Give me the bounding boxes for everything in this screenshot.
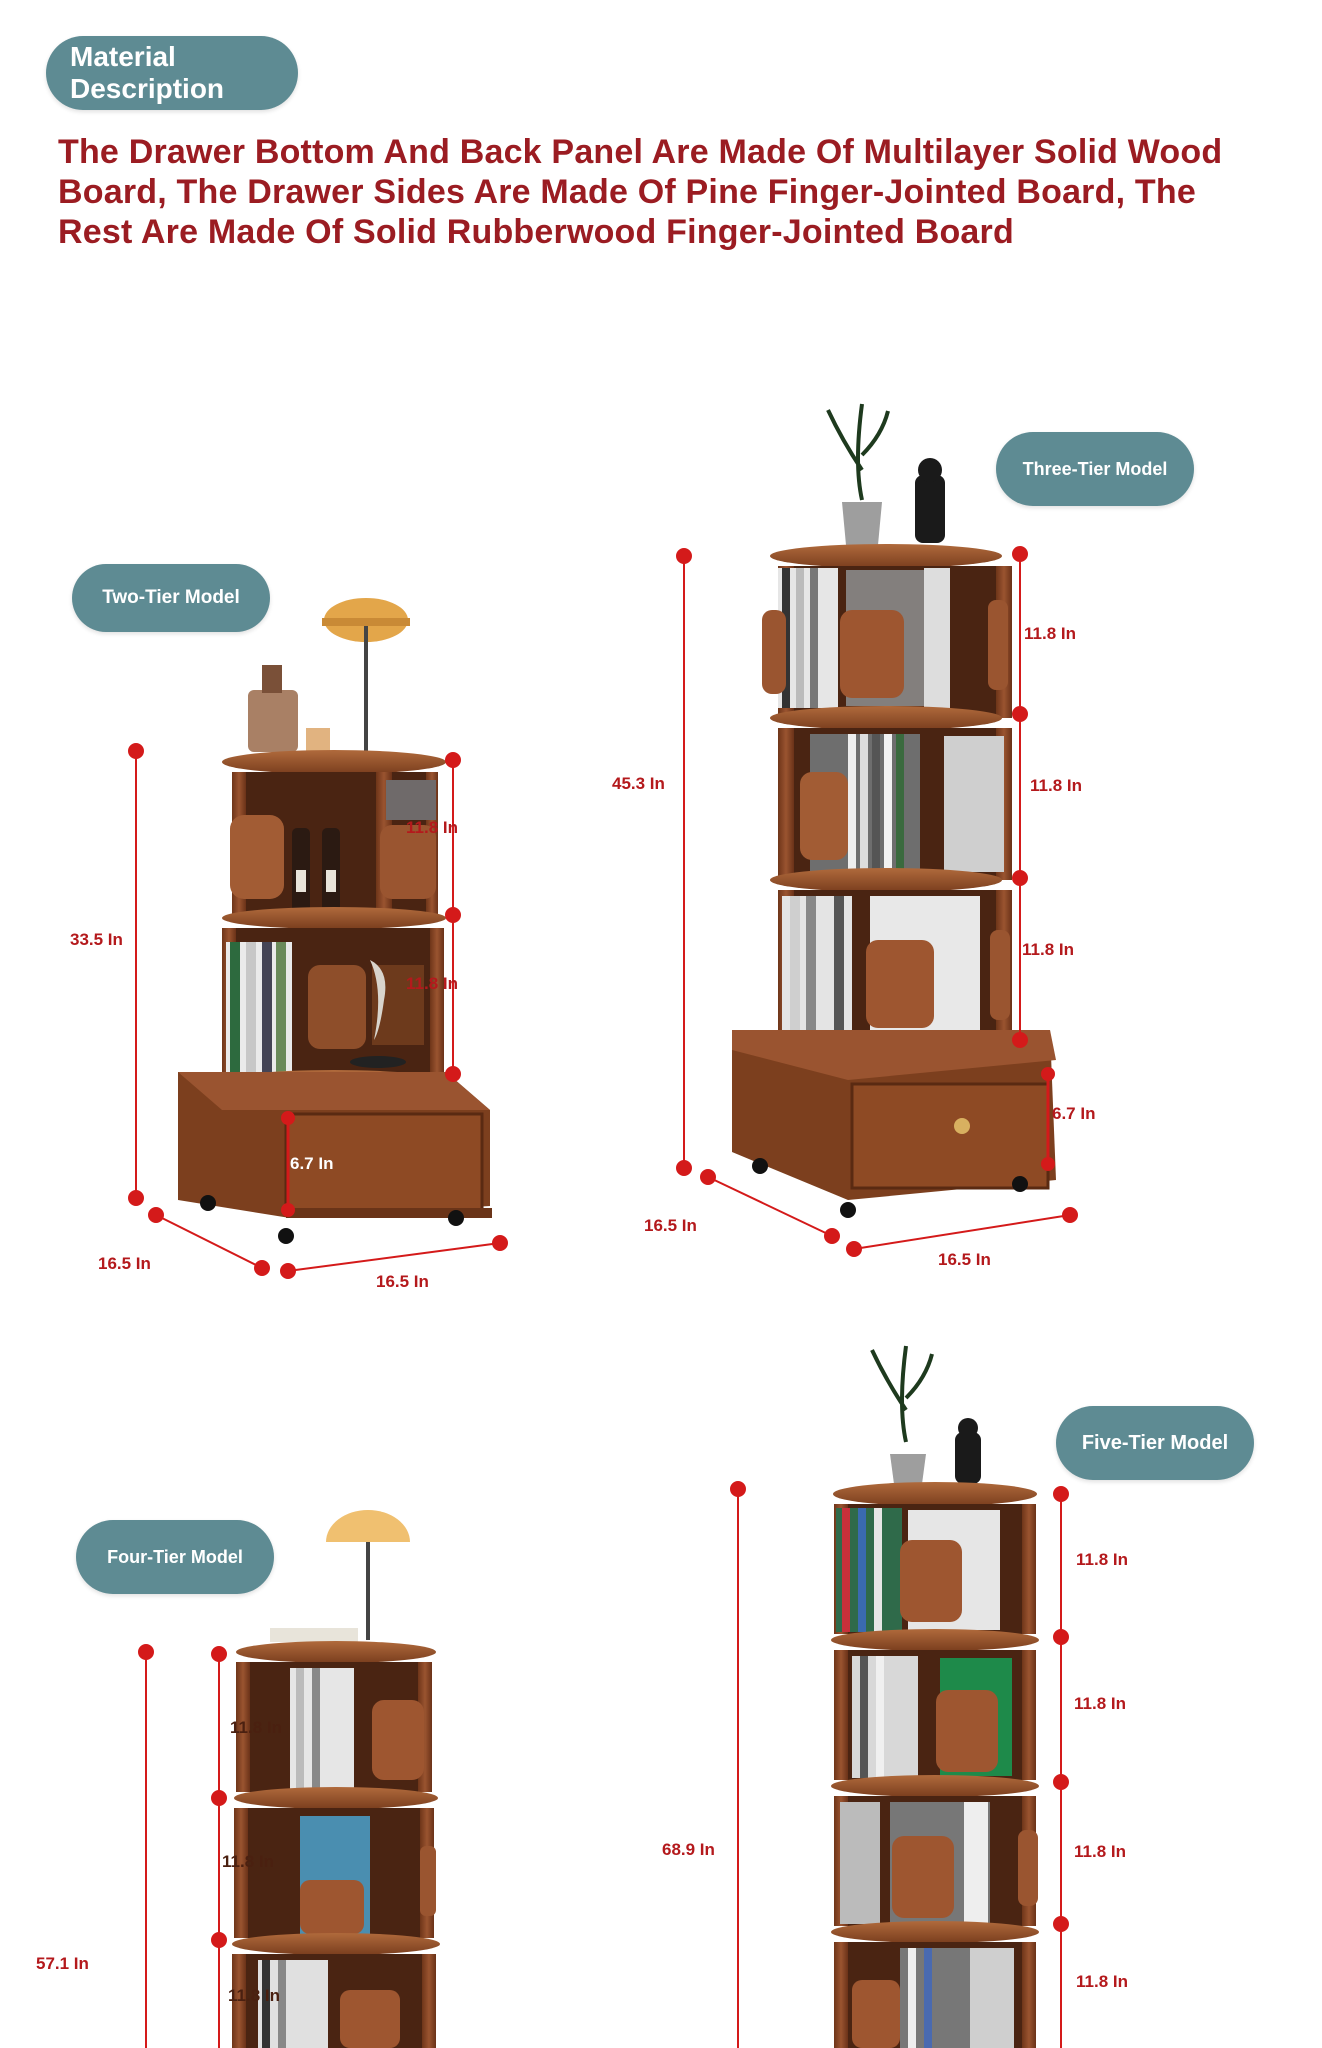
two-tier-tier-1-label: 11.8 In <box>406 818 458 837</box>
material-description-label: Material Description <box>70 41 225 104</box>
two-tier-dimension-lines <box>128 743 508 1279</box>
four-tier-tier-1-label: 11.8 In <box>230 1718 282 1737</box>
two-tier-model-label: Two-Tier Model <box>102 587 240 608</box>
five-tier-tier-4-label: 11.8 In <box>1076 1972 1128 1991</box>
three-tier-height-label: 45.3 In <box>612 774 665 793</box>
four-tier-dimension-lines <box>138 1644 227 2048</box>
two-tier-width-label: 16.5 In <box>376 1272 429 1291</box>
four-tier-tier-3-label: 11.8 In <box>228 1986 280 2005</box>
material-description-badge: Material Description <box>46 36 298 110</box>
two-tier-drawer-label: 6.7 In <box>290 1154 334 1173</box>
five-tier-model-label: Five-Tier Model <box>1081 1431 1229 1454</box>
two-tier-tier-2-label: 11.8 In <box>406 974 458 993</box>
five-tier-tier-2-label: 11.8 In <box>1074 1694 1126 1713</box>
four-tier-tier-2-label: 11.8 In <box>222 1852 274 1871</box>
four-tier-height-label: 57.1 In <box>36 1954 89 1973</box>
three-tier-dimension-lines <box>676 546 1078 1257</box>
two-tier-depth-label: 16.5 In <box>98 1254 151 1273</box>
three-tier-width-label: 16.5 In <box>938 1250 991 1269</box>
material-description-text: The Drawer Bottom And Back Panel Are Mad… <box>58 133 1223 251</box>
five-tier-model-badge: Five-Tier Model <box>1056 1406 1254 1480</box>
two-tier-model-badge: Two-Tier Model <box>72 564 270 632</box>
five-tier-dimension-lines <box>730 1481 1069 2048</box>
three-tier-depth-label: 16.5 In <box>644 1216 697 1235</box>
four-tier-model-badge: Four-Tier Model <box>76 1520 274 1594</box>
three-tier-tier-1-label: 11.8 In <box>1024 624 1076 643</box>
three-tier-model-badge: Three-Tier Model <box>996 432 1194 506</box>
three-tier-tier-3-label: 11.8 In <box>1022 940 1074 959</box>
two-tier-height-label: 33.5 In <box>70 930 123 949</box>
three-tier-bookcase-illustration <box>732 403 1056 1218</box>
four-tier-model-label: Four-Tier Model <box>107 1546 243 1567</box>
two-tier-bookcase-illustration <box>178 598 492 1244</box>
three-tier-model-label: Three-Tier Model <box>1022 458 1168 479</box>
five-tier-tier-1-label: 11.8 In <box>1076 1550 1128 1569</box>
three-tier-drawer-label: 6.7 In <box>1052 1104 1096 1123</box>
four-tier-bookcase-illustration <box>232 1510 440 2048</box>
five-tier-height-label: 68.9 In <box>662 1840 715 1859</box>
five-tier-tier-3-label: 11.8 In <box>1074 1842 1126 1861</box>
three-tier-tier-2-label: 11.8 In <box>1030 776 1082 795</box>
five-tier-bookcase-illustration <box>831 1345 1039 2048</box>
